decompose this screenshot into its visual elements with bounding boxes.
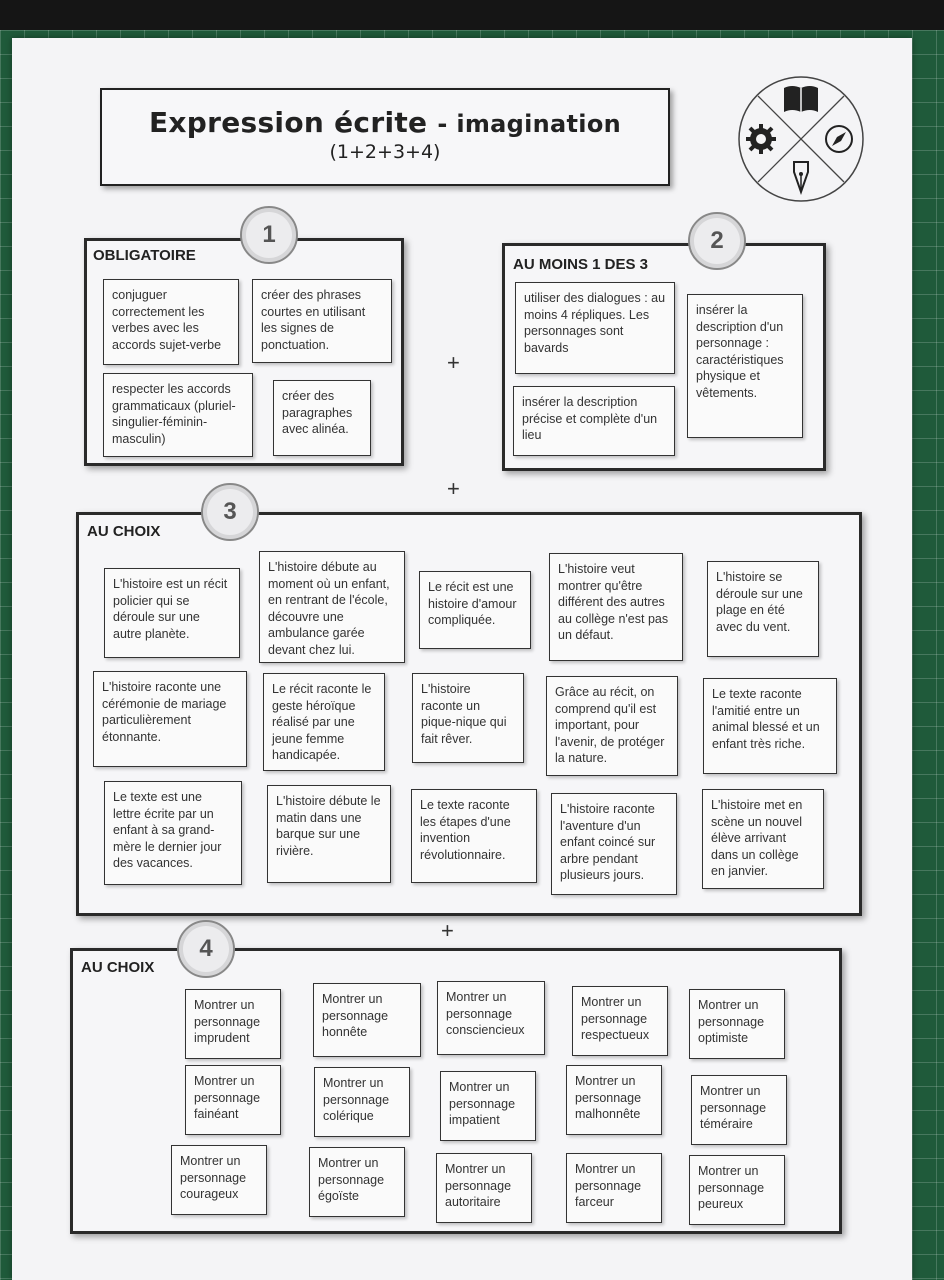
character-card: Montrer un personnage imprudent <box>185 989 281 1059</box>
gear-icon <box>746 124 776 154</box>
criterion-card: insérer la description précise et complè… <box>513 386 675 456</box>
story-card: Le texte est une lettre écrite par un en… <box>104 781 242 885</box>
story-card: L'histoire met en scène un nouvel élève … <box>702 789 824 889</box>
story-card: L'histoire se déroule sur une plage en é… <box>707 561 819 657</box>
character-card: Montrer un personnage égoïste <box>309 1147 405 1217</box>
character-card: Montrer un personnage optimiste <box>689 989 785 1059</box>
story-card: L'histoire raconte une cérémonie de mari… <box>93 671 247 767</box>
section-number-badge: 1 <box>240 206 298 264</box>
plus-sign: + <box>447 476 460 501</box>
compass-icon <box>825 125 853 153</box>
character-card: Montrer un personnage courageux <box>171 1145 267 1215</box>
character-card: Montrer un personnage respectueux <box>572 986 668 1056</box>
story-card: L'histoire débute le matin dans une barq… <box>267 785 391 883</box>
section-4-au-choix: AU CHOIX Montrer un personnage imprudent… <box>70 948 842 1234</box>
criterion-card: conjuguer correctement les verbes avec l… <box>103 279 239 365</box>
section-label: AU CHOIX <box>81 959 155 976</box>
title-box: Expression écrite - imagination (1+2+3+4… <box>100 88 670 186</box>
title-main: Expression écrite <box>148 106 428 139</box>
character-card: Montrer un personnage colérique <box>314 1067 410 1137</box>
story-card: Le récit raconte le geste héroïque réali… <box>263 673 385 771</box>
character-card: Montrer un personnage téméraire <box>691 1075 787 1145</box>
plus-sign: + <box>441 918 454 943</box>
page-title: Expression écrite - imagination <box>148 106 622 139</box>
section-label: AU CHOIX <box>87 523 161 540</box>
character-card: Montrer un personnage farceur <box>566 1153 662 1223</box>
criterion-card: créer des phrases courtes en utilisant l… <box>252 279 392 363</box>
story-card: Grâce au récit, on comprend qu'il est im… <box>546 676 678 776</box>
story-card: Le texte raconte l'amitié entre un anima… <box>703 678 837 774</box>
section-number-badge: 4 <box>177 920 235 978</box>
character-card: Montrer un personnage malhonnête <box>566 1065 662 1135</box>
story-card: L'histoire raconte un pique-nique qui fa… <box>412 673 524 763</box>
section-label: AU MOINS 1 DES 3 <box>513 256 649 273</box>
criterion-card: respecter les accords grammaticaux (plur… <box>103 373 253 457</box>
character-card: Montrer un personnage consciencieux <box>437 981 545 1055</box>
pen-nib-icon <box>793 161 809 196</box>
section-2-au-moins-1: AU MOINS 1 DES 3 utiliser des dialogues … <box>502 243 826 471</box>
section-1-obligatoire: OBLIGATOIRE conjuguer correctement les v… <box>84 238 404 466</box>
criterion-card: utiliser des dialogues : au moins 4 répl… <box>515 282 675 374</box>
background-top-band <box>0 0 944 30</box>
book-icon <box>784 86 818 112</box>
plus-sign: + <box>447 350 460 375</box>
section-number-badge: 2 <box>688 212 746 270</box>
title-formula: (1+2+3+4) <box>329 141 441 163</box>
character-card: Montrer un personnage peureux <box>689 1155 785 1225</box>
criterion-card: insérer la description d'un personnage :… <box>687 294 803 438</box>
character-card: Montrer un personnage impatient <box>440 1071 536 1141</box>
compass-logo-icon <box>738 76 864 202</box>
story-card: L'histoire veut montrer qu'être différen… <box>549 553 683 661</box>
story-card: L'histoire débute au moment où un enfant… <box>259 551 405 663</box>
story-card: L'histoire raconte l'aventure d'un enfan… <box>551 793 677 895</box>
character-card: Montrer un personnage fainéant <box>185 1065 281 1135</box>
story-card: Le récit est une histoire d'amour compli… <box>419 571 531 649</box>
story-card: L'histoire est un récit policier qui se … <box>104 568 240 658</box>
criterion-card: créer des paragraphes avec alinéa. <box>273 380 371 456</box>
character-card: Montrer un personnage honnête <box>313 983 421 1057</box>
section-label: OBLIGATOIRE <box>93 247 196 264</box>
title-subtitle: imagination <box>456 110 622 138</box>
section-3-au-choix: AU CHOIX L'histoire est un récit policie… <box>76 512 862 916</box>
story-card: Le texte raconte les étapes d'une invent… <box>411 789 537 883</box>
section-number-badge: 3 <box>201 483 259 541</box>
character-card: Montrer un personnage autoritaire <box>436 1153 532 1223</box>
